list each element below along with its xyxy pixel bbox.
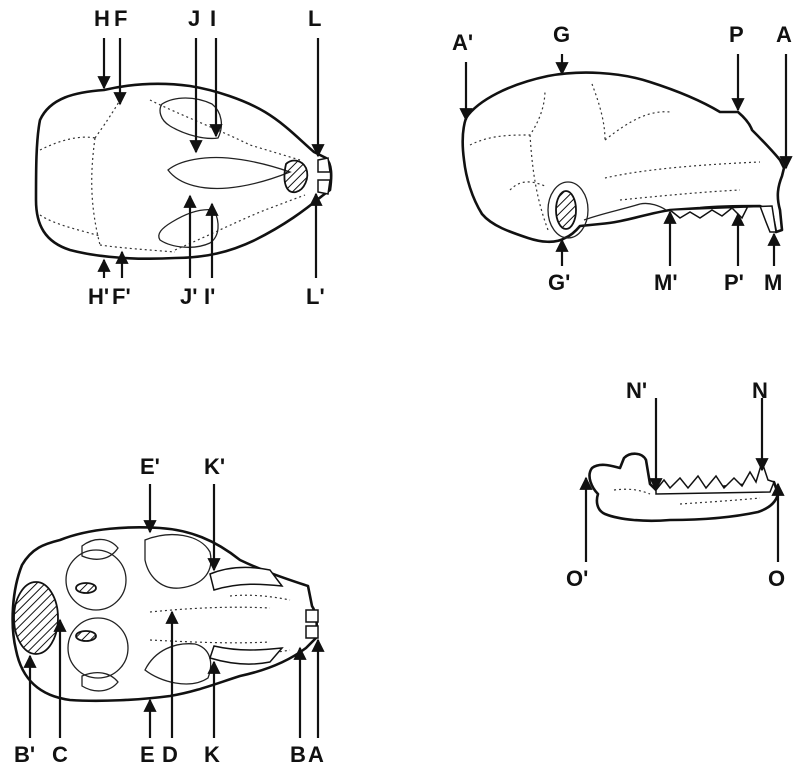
label-E: E xyxy=(140,742,155,767)
label-F: F xyxy=(114,6,127,31)
label-J: J xyxy=(188,6,200,31)
label-M: M xyxy=(764,270,782,295)
label-I: I xyxy=(210,6,216,31)
label-A-ventral: A xyxy=(308,742,324,767)
label-L: L xyxy=(308,6,321,31)
lateral-auditory-opening xyxy=(556,191,576,229)
label-M-prime: M' xyxy=(654,270,678,295)
label-N: N xyxy=(752,378,768,403)
label-A: A xyxy=(776,22,792,47)
lateral-skull-outline xyxy=(463,73,784,242)
ventral-skull-view: E' K' B' C E D K B A xyxy=(13,454,324,767)
dorsal-skull-view: H F J I L H' F' J' I' L' xyxy=(36,6,331,309)
dorsal-nasal-opening xyxy=(284,161,307,193)
label-J-prime: J' xyxy=(180,284,197,309)
mandible-view: N' N O' O xyxy=(566,378,785,591)
label-N-prime: N' xyxy=(626,378,647,403)
mandible-teeth xyxy=(656,462,774,494)
label-G-prime: G' xyxy=(548,270,570,295)
label-E-prime: E' xyxy=(140,454,160,479)
label-H: H xyxy=(94,6,110,31)
label-K-prime: K' xyxy=(204,454,225,479)
ventral-hatched-spot-lower xyxy=(76,631,96,641)
label-F-prime: F' xyxy=(112,284,131,309)
label-I-prime: I' xyxy=(204,284,215,309)
label-B: B xyxy=(290,742,306,767)
lateral-skull-view: A' G P A G' M' P' M xyxy=(452,22,792,295)
label-L-prime: L' xyxy=(306,284,325,309)
label-P: P xyxy=(729,22,744,47)
lateral-upper-teeth xyxy=(670,206,776,232)
label-O: O xyxy=(768,566,785,591)
label-B-prime: B' xyxy=(14,742,35,767)
label-C: C xyxy=(52,742,68,767)
ventral-hatched-spot-upper xyxy=(76,583,96,593)
label-K: K xyxy=(204,742,220,767)
label-P-prime: P' xyxy=(724,270,744,295)
label-A-prime: A' xyxy=(452,30,473,55)
label-D: D xyxy=(162,742,178,767)
ventral-foramen-magnum xyxy=(14,582,58,654)
label-G: G xyxy=(553,22,570,47)
label-O-prime: O' xyxy=(566,566,588,591)
label-H-prime: H' xyxy=(88,284,109,309)
